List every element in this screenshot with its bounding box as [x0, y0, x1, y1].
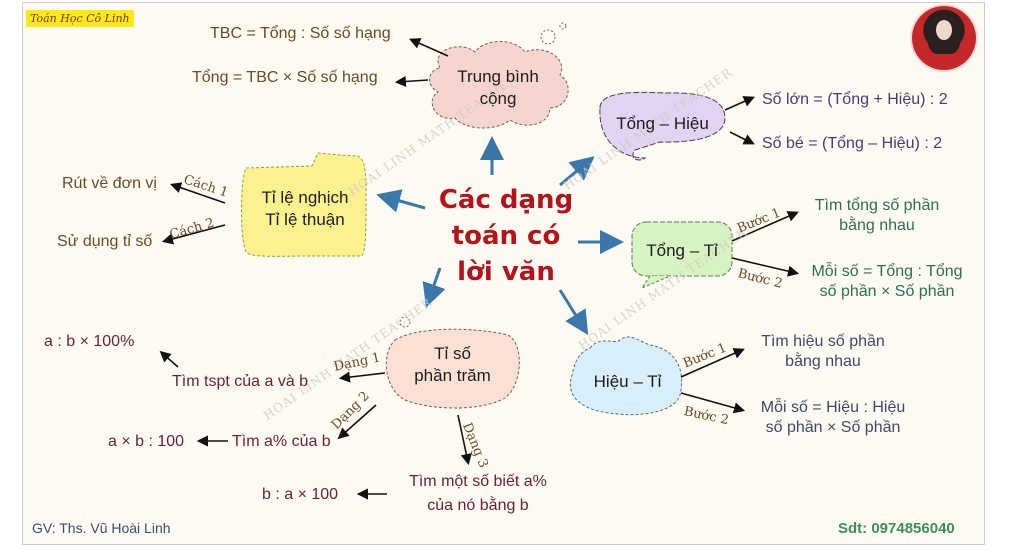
node-shape-hieu-ti — [569, 336, 683, 416]
step-tong-ti-2: Mỗi số = Tổng : Tổng số phần × Số phần — [802, 262, 972, 302]
node-title-line: Tỉ lệ nghịch — [261, 188, 349, 207]
phone-number: Sdt: 0974856040 — [838, 520, 955, 537]
step-hieu-ti-2: Mỗi số = Hiệu : Hiệu số phần × Số phần — [748, 398, 918, 438]
center-title-line: Các dạng — [438, 185, 574, 215]
type3-line: Tìm một số biết a% — [409, 473, 547, 490]
step-line: Mỗi số = Tổng : Tổng — [811, 263, 963, 280]
step-hieu-ti-1: Tìm hiệu số phần bằng nhau — [748, 332, 898, 372]
formula-tbc: TBC = Tổng : Số số hạng — [210, 25, 391, 42]
avatar — [912, 6, 976, 70]
branch-arrows — [159, 38, 800, 500]
type1-text: Tìm tspt của a và b — [172, 373, 309, 390]
avatar-face — [936, 20, 952, 40]
type3-line: của nó bằng b — [427, 497, 529, 514]
teacher-name: GV: Ths. Vũ Hoài Linh — [32, 520, 171, 536]
node-hieu-ti[interactable]: Hiệu – Tỉ — [593, 372, 662, 391]
type1-result: a : b × 100% — [44, 333, 135, 350]
type3-text: Tìm một số biết a% của nó bằng b — [388, 470, 568, 518]
node-shape-tong-hieu — [599, 91, 726, 161]
node-trung-binh-cong[interactable]: Trung bình cộng — [438, 66, 558, 110]
type3-result: b : a × 100 — [262, 486, 339, 503]
center-title-line: lời văn — [457, 257, 555, 287]
node-shape-ti-so-phan-tram — [385, 316, 520, 409]
formula-so-lon: Số lớn = (Tổng + Hiệu) : 2 — [762, 91, 948, 108]
node-title-line: Trung bình — [457, 67, 539, 86]
node-ti-le[interactable]: Tỉ lệ nghịch Tỉ lệ thuận — [246, 187, 364, 231]
formula-tong: Tổng = TBC × Số số hạng — [192, 69, 378, 86]
node-ti-so-phan-tram[interactable]: Tỉ số phần trăm — [390, 343, 515, 387]
step-line: số phần × Số phần — [765, 419, 901, 436]
method-su-dung-ti-so: Sử dụng tỉ số — [57, 233, 153, 250]
step-line: Tìm hiệu số phần — [761, 333, 885, 350]
formula-so-be: Số bé = (Tổng – Hiệu) : 2 — [762, 135, 943, 152]
center-arrows — [376, 136, 624, 336]
node-title-line: phần trăm — [414, 366, 491, 385]
step-line: bằng nhau — [785, 353, 861, 370]
method-rut-ve-don-vi: Rút về đơn vị — [62, 175, 157, 192]
type2-text: Tìm a% của b — [232, 433, 331, 450]
center-title-line: toán có — [451, 221, 561, 251]
step-line: Mỗi số = Hiệu : Hiệu — [760, 399, 906, 416]
step-line: số phần × Số phần — [819, 283, 955, 300]
center-title: Các dạng toán có lời văn — [426, 182, 586, 290]
node-tong-ti[interactable]: Tổng – Tỉ — [646, 241, 718, 260]
node-title-line: cộng — [479, 89, 517, 108]
step-line: bằng nhau — [839, 217, 915, 234]
type2-result: a × b : 100 — [108, 433, 185, 450]
node-tong-hieu[interactable]: Tổng – Hiệu — [616, 114, 709, 133]
node-title-line: Tỉ lệ thuận — [265, 210, 345, 229]
step-line: Tìm tổng số phần — [814, 197, 940, 214]
node-shape-tong-ti — [631, 221, 733, 290]
brand-label: Toán Học Cô Linh — [26, 10, 134, 27]
node-shape-ti-le — [241, 152, 367, 257]
node-shape-trung-binh-cong — [429, 22, 569, 129]
step-tong-ti-1: Tìm tổng số phần bằng nhau — [802, 196, 952, 236]
node-title-line: Tỉ số — [434, 344, 471, 363]
